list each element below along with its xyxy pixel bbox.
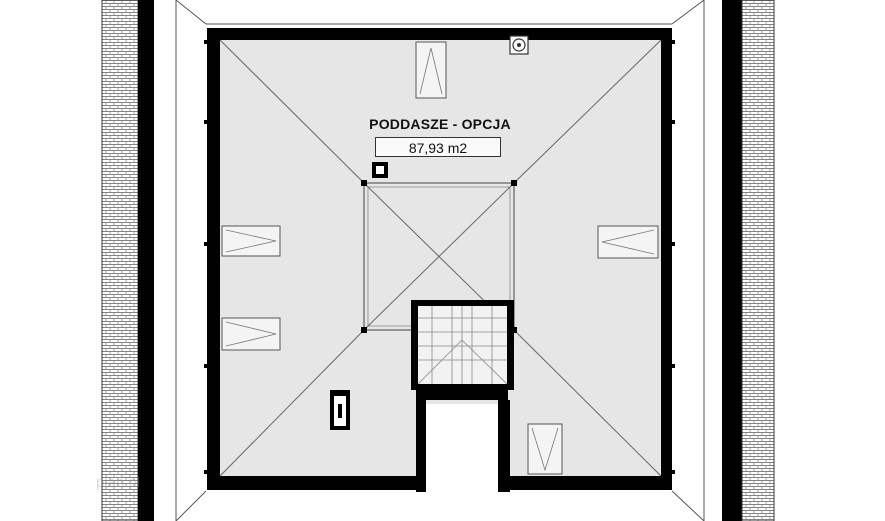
roof-window-left-2 [221,317,281,351]
roof-eave-lines [175,0,705,521]
wall-ticks [204,40,675,474]
watermark: plan.pl [96,474,141,491]
small-skylight [330,390,350,430]
room-area: 87,93 m2 [375,137,501,157]
staircase [411,300,514,400]
roof-hip-lines [219,39,662,477]
right-brick-wall [722,0,775,521]
vent-icon [509,35,529,55]
left-brick-wall [101,0,154,521]
roof-window-left-1 [221,225,281,257]
chimney [372,162,388,178]
room-name: PODDASZE - OPCJA [369,116,511,132]
roof-window-bottom [527,423,563,475]
roof-window-top [415,41,447,99]
stair-opening [416,400,510,494]
roof-window-right [597,225,659,259]
